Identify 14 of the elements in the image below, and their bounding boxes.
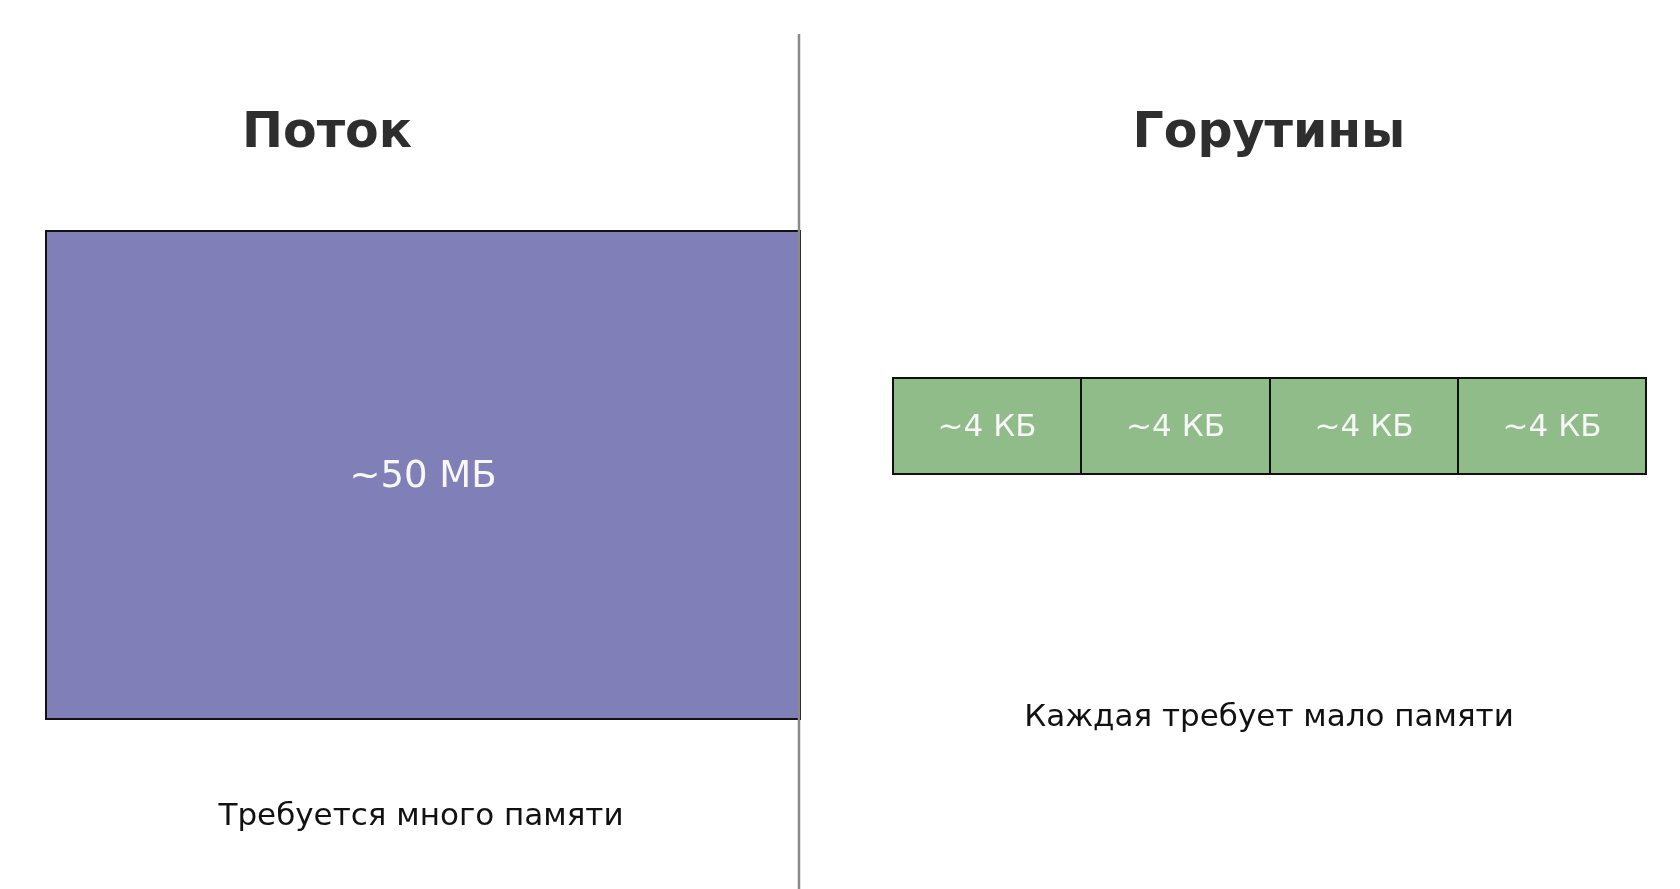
caption-text: Каждая требует мало памяти [1024, 698, 1514, 734]
memory-size-text: ~4 КБ [937, 408, 1037, 444]
goroutine-memory-block [892, 377, 1082, 475]
memory-size-text: ~4 КБ [1126, 408, 1225, 444]
caption-text: Требуется много памяти [218, 797, 624, 833]
goroutine-memory-block [1269, 377, 1459, 475]
column-heading: Поток [242, 102, 412, 160]
memory-size-text: ~4 КБ [1502, 408, 1602, 444]
goroutine-memory-block [1457, 377, 1647, 475]
thread-memory-block [45, 230, 801, 720]
memory-size-text: ~4 КБ [1314, 408, 1414, 444]
memory-size-text: ~50 МБ [349, 453, 497, 497]
goroutine-memory-block [1080, 377, 1271, 475]
column-heading: Горутины [1132, 102, 1406, 160]
